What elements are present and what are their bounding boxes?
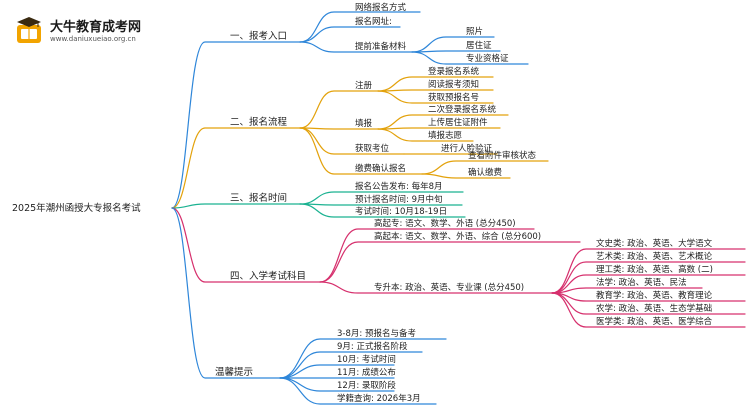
branch-3-label: 三、报名时间 xyxy=(230,192,287,204)
b2-fill-upload: 上传居住证附件 xyxy=(428,117,488,128)
connector-root-b4 xyxy=(171,207,321,283)
branch-2-label: 二、报名流程 xyxy=(230,116,288,128)
connector-b3-n3 xyxy=(299,203,466,218)
b5-dec: 12月: 录取阶段 xyxy=(337,380,396,391)
site-logo: 大牛教育成考网 www.daniuxueiao.org.cn xyxy=(14,14,164,50)
connector-b2-reg xyxy=(299,90,379,129)
b4-subject-literature: 文史类: 政治、英语、大学语文 xyxy=(596,238,713,249)
connector-b2-pay xyxy=(299,127,423,175)
graduation-cap-book-icon xyxy=(17,17,41,43)
b4-subject-agriculture: 农学: 政治、英语、生态学基础 xyxy=(596,303,712,314)
b5-sep: 9月: 正式报名阶段 xyxy=(337,341,408,352)
root-topic: 2025年潮州函授大专报名考试 xyxy=(12,202,141,214)
b4-gaoqizhuan: 高起专: 语文、数学、外语 (总分450) xyxy=(374,218,516,229)
b2-pay-review-status: 查看附件审核状态 xyxy=(468,150,537,161)
branch-1-label: 一、报考入口 xyxy=(230,30,287,42)
b1-residence-permit: 居住证 xyxy=(466,40,492,51)
connector-b4-n2 xyxy=(319,241,581,283)
connector-root-b5 xyxy=(171,207,281,379)
connector-root-b3 xyxy=(171,203,301,209)
connector-b1-n2 xyxy=(299,26,401,43)
b4-subject-medicine: 医学类: 政治、英语、医学综合 xyxy=(596,316,713,327)
b3-registration-time: 预计报名时间: 9月中旬 xyxy=(355,194,442,205)
b2-face-verify: 进行人脸验证 xyxy=(441,143,493,154)
connector-b2-reg3 xyxy=(377,90,494,104)
connector-b2-fill2 xyxy=(377,127,501,130)
b4-gaoqiben: 高起本: 语文、数学、外语、综合 (总分600) xyxy=(374,231,541,242)
b4-zhuanshengben: 专升本: 政治、英语、专业课 (总分450) xyxy=(374,282,524,293)
b2-get-seat: 获取考位 xyxy=(355,143,390,154)
connector-b2-fill xyxy=(299,127,379,130)
connector-root-b1 xyxy=(171,41,301,209)
b2-fill: 填报 xyxy=(355,118,373,129)
connector-root-b2 xyxy=(171,127,301,209)
connector-b2-reg2 xyxy=(377,89,494,92)
branch-5-label: 温馨提示 xyxy=(215,366,253,378)
b3-exam-time: 考试时间: 10月18-19日 xyxy=(355,206,447,217)
b2-fill-wishes: 填报志愿 xyxy=(428,130,463,141)
b4-subject-education: 教育学: 政治、英语、教育理论 xyxy=(596,290,713,301)
b5-mar-aug: 3-8月: 预报名与备考 xyxy=(337,328,416,339)
b2-register-read: 阅读报考须知 xyxy=(428,79,479,90)
b2-register-login: 登录报名系统 xyxy=(428,66,480,77)
connector-b1-n3b xyxy=(411,50,501,53)
branch-4-label: 四、入学考试科目 xyxy=(230,270,306,282)
b3-announcement: 报名公告发布: 每年8月 xyxy=(355,181,442,192)
b2-register: 注册 xyxy=(355,80,373,91)
logo-title: 大牛教育成考网 xyxy=(50,20,142,35)
b5-nov: 11月: 成绩公布 xyxy=(337,367,396,378)
b1-materials: 提前准备材料 xyxy=(355,41,407,52)
connector-b5-n6 xyxy=(279,377,437,405)
b1-photo: 照片 xyxy=(466,26,483,37)
connector-b4-s7 xyxy=(551,292,746,328)
connector-b2-pay1 xyxy=(421,160,549,175)
connector-b4-n3 xyxy=(319,281,553,294)
b2-pay-confirm-fee: 确认缴费 xyxy=(468,167,503,178)
b1-url-label: 报名网址: xyxy=(355,16,392,27)
b4-subject-law: 法学: 政治、英语、民法 xyxy=(596,277,687,288)
logo-url: www.daniuxueiao.org.cn xyxy=(50,35,136,43)
b5-status-query: 学籍查询: 2026年3月 xyxy=(337,393,421,404)
connector-b2-pay2 xyxy=(421,173,511,179)
b2-fill-relogin: 二次登录报名系统 xyxy=(428,104,497,115)
connector-b1-n3 xyxy=(299,41,413,53)
b1-qualification-cert: 专业资格证 xyxy=(466,53,509,64)
b4-subject-science: 理工类: 政治、英语、高数 (二) xyxy=(596,264,713,275)
b2-pay-confirm: 缴费确认报名 xyxy=(355,163,406,174)
b2-register-prenumber: 获取预报名号 xyxy=(428,92,479,103)
b1-online-method: 网络报名方式 xyxy=(355,2,407,13)
b4-subject-art: 艺术类: 政治、英语、艺术概论 xyxy=(596,251,713,262)
b5-oct: 10月: 考试时间 xyxy=(337,354,396,365)
connector-b1-n3c xyxy=(411,51,529,65)
connector-b2-fill3 xyxy=(377,128,474,142)
